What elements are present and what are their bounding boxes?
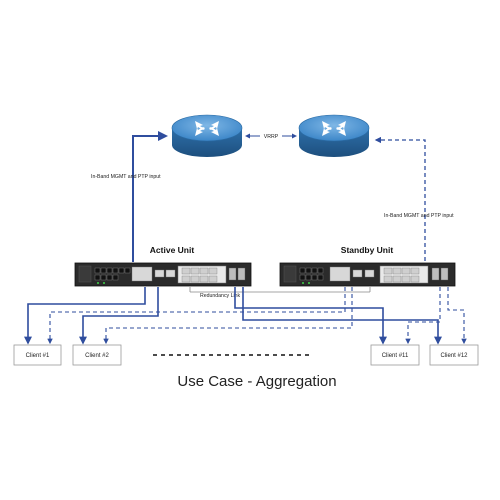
active-client-links xyxy=(24,287,442,345)
client-label: Client #2 xyxy=(85,353,109,359)
active-unit-title: Active Unit xyxy=(150,245,195,255)
client-box-2: Client #2 xyxy=(72,344,122,366)
vrrp-label: VRRP xyxy=(264,134,279,140)
client-label: Client #12 xyxy=(440,353,468,359)
router-icon-right xyxy=(298,114,370,157)
standby-unit-title: Standby Unit xyxy=(341,245,394,255)
router-icon-left xyxy=(171,114,243,157)
client-box-1: Client #1 xyxy=(13,344,62,366)
standby-link-label: In-Band MGMT and PTP input xyxy=(384,213,454,219)
client-box-11: Client #11 xyxy=(370,344,420,366)
diagram-caption: Use Case - Aggregation xyxy=(177,373,336,390)
client-label: Client #1 xyxy=(26,353,50,359)
client-box-12: Client #12 xyxy=(429,344,479,366)
active-link-label: In-Band MGMT and PTP input xyxy=(91,174,161,180)
network-appliance-icon-standby xyxy=(279,262,456,287)
standby-client-links xyxy=(47,287,467,345)
active-inband-link: In-Band MGMT and PTP input xyxy=(91,131,168,262)
standby-inband-link: In-Band MGMT and PTP input xyxy=(374,136,454,268)
redundancy-link: Redundancy Link xyxy=(189,287,371,299)
client-label: Client #11 xyxy=(382,353,409,359)
vrrp-link: VRRP xyxy=(245,131,297,140)
network-appliance-icon-active xyxy=(74,262,252,287)
redundancy-label: Redundancy Link xyxy=(200,293,240,299)
